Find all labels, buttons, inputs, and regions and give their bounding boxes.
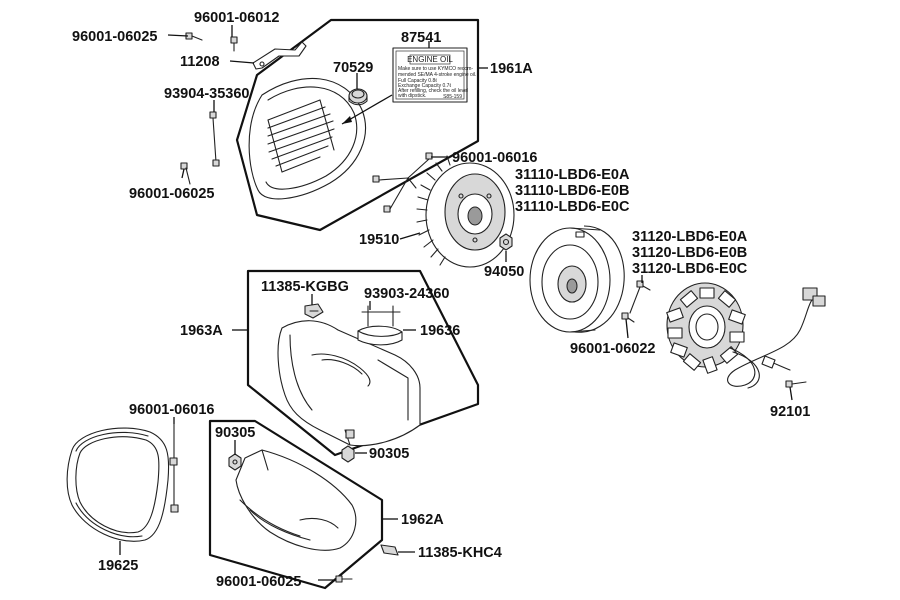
label-96001-06016-left: 96001-06016: [129, 402, 214, 418]
fan-cover-grille: [267, 99, 335, 173]
stator-31120: [666, 282, 826, 389]
assembly-arrow: [341, 94, 393, 125]
plate-19636: [357, 325, 403, 346]
label-96001-06025-bottom: 96001-06025: [216, 574, 301, 590]
oil-label-line1: Make sure to use KYMCO recom-: [398, 66, 473, 72]
label-31120-LBD6-E0C: 31120-LBD6-E0C: [632, 261, 748, 277]
oil-label-code: S85-159: [443, 94, 462, 100]
label-19625: 19625: [98, 558, 138, 574]
flywheel-31110: [529, 225, 625, 333]
group-outline-1963A: [246, 269, 480, 457]
screw-93904-35360: [209, 111, 220, 167]
bolt-96001-06016-top: [372, 152, 433, 213]
label-90305-lower: 90305: [369, 446, 409, 462]
label-92101: 92101: [770, 404, 810, 420]
oil-label-title: ENGINE OIL: [407, 55, 453, 64]
oil-cap-70529: [348, 88, 368, 106]
cooling-fan-19510: [416, 155, 515, 268]
nut-94050: [499, 233, 513, 251]
label-90305-upper: 90305: [215, 425, 255, 441]
label-87541: 87541: [401, 30, 441, 46]
bolt-96001-06022: [621, 280, 651, 323]
label-96001-06022: 96001-06022: [570, 341, 655, 357]
oil-label-line5: After refilling, check the oil level: [398, 88, 468, 94]
bolt-96001-06025-top: [185, 32, 203, 41]
label-93904-35360: 93904-35360: [164, 86, 249, 102]
oil-label-line6: with dipstick.: [398, 93, 426, 99]
label-1962A: 1962A: [401, 512, 444, 528]
clip-11385-KHC4: [380, 544, 399, 556]
bracket-11208: [252, 41, 307, 70]
fan-cover: [248, 77, 366, 200]
bolt-96001-06016-left: [169, 423, 179, 513]
label-31120-LBD6-E0B: 31120-LBD6-E0B: [632, 245, 747, 261]
bolt-96001-06012: [230, 36, 238, 52]
engine-oil-label-87541: ENGINE OIL Make sure to use KYMCO recom-…: [392, 47, 476, 103]
label-31110-LBD6-E0B: 31110-LBD6-E0B: [515, 183, 629, 199]
oil-label-line4: Exchange Capacity 0.7ℓ: [398, 83, 451, 89]
oil-label-line3: Full Capacity 0.8ℓ: [398, 78, 437, 84]
oil-label-line2: mended SE/MA 4-stroke engine oil.: [398, 72, 476, 78]
gasket-19625: [66, 427, 170, 542]
label-1963A: 1963A: [180, 323, 223, 339]
fan-blades: [416, 155, 451, 266]
group-outline-1961A: [235, 18, 480, 232]
label-11385-KGBG: 11385-KGBG: [261, 279, 349, 295]
label-70529: 70529: [333, 60, 373, 76]
shroud-1963A: [277, 320, 421, 447]
label-31110-LBD6-E0C: 31110-LBD6-E0C: [515, 199, 630, 215]
label-19636: 19636: [420, 323, 460, 339]
label-11385-KHC4: 11385-KHC4: [418, 545, 502, 561]
screw-92101: [785, 380, 807, 388]
leader-lines: [119, 25, 793, 581]
label-96001-06025-mid: 96001-06025: [129, 186, 214, 202]
label-31120-LBD6-E0A: 31120-LBD6-E0A: [632, 229, 748, 245]
shroud-1962A: [235, 449, 357, 551]
label-1961A: 1961A: [490, 61, 533, 77]
group-outline-1962A: [208, 419, 384, 590]
label-96001-06012: 96001-06012: [194, 10, 279, 26]
label-96001-06016-top: 96001-06016: [452, 150, 537, 166]
bolt-96001-06025-mid: [180, 162, 191, 185]
label-19510: 19510: [359, 232, 399, 248]
stator-coils: [666, 287, 746, 374]
label-94050: 94050: [484, 264, 524, 280]
label-96001-06025-top: 96001-06025: [72, 29, 157, 45]
label-93903-24360: 93903-24360: [364, 286, 449, 302]
clip-11385-KGBG: [304, 303, 324, 319]
nut-90305-lower: [228, 453, 242, 471]
part-labels: 96001-06025 96001-06012 11208 87541 1961…: [72, 10, 810, 590]
bolt-96001-06025-bottom: [335, 575, 353, 583]
nut-90305-upper: [341, 445, 355, 463]
label-31110-LBD6-E0A: 31110-LBD6-E0A: [515, 167, 630, 183]
label-11208: 11208: [180, 54, 220, 70]
screw-93903-24360: [361, 305, 401, 327]
